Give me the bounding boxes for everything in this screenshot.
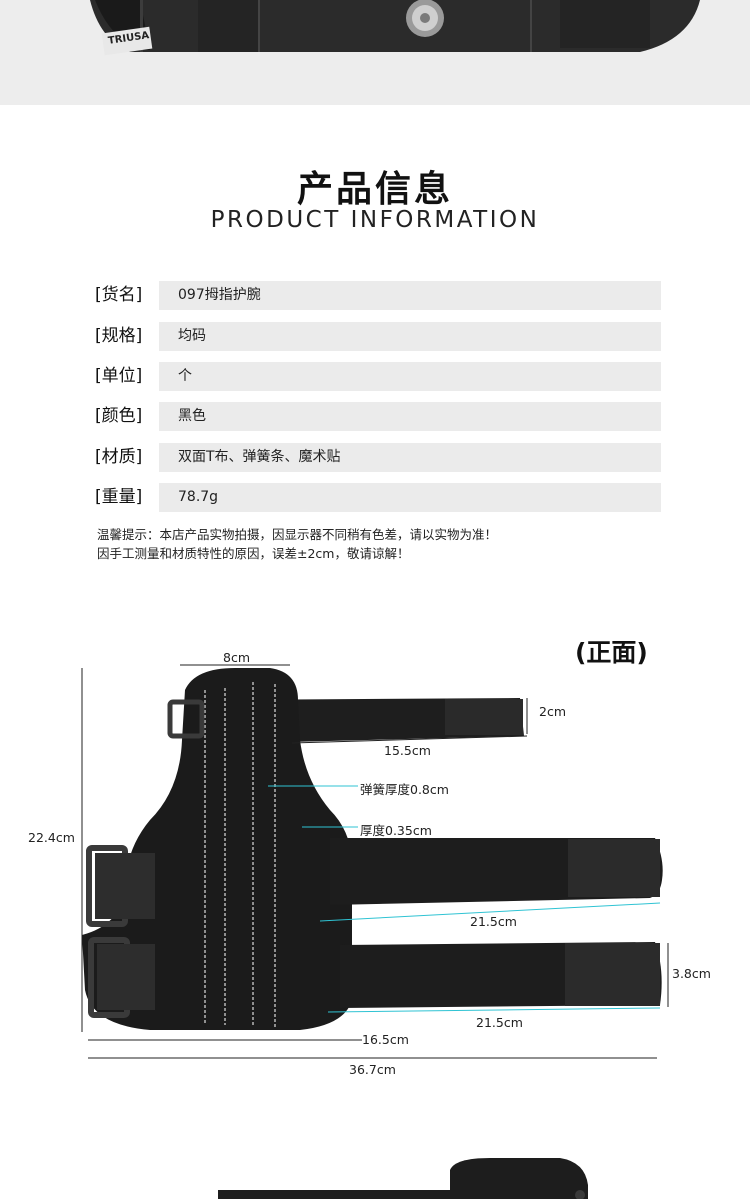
info-label: [货名] [95, 285, 143, 305]
info-value: 个 [159, 362, 661, 391]
dim-strap2-length: 21.5cm [470, 914, 517, 929]
info-value: 097拇指护腕 [159, 281, 661, 310]
info-value: 均码 [159, 322, 661, 351]
dim-strap-width: 2cm [539, 704, 567, 719]
dim-body-width: 16.5cm [362, 1032, 409, 1047]
bottom-product-photo [218, 1158, 588, 1199]
dim-strap3-length: 21.5cm [476, 1015, 523, 1030]
view-label: (正面) [575, 638, 648, 667]
info-label: [材质] [95, 447, 143, 467]
dim-strap3-width: 3.8cm [672, 966, 711, 981]
note-line: 因手工测量和材质特性的原因，误差±2cm，敬请谅解！ [97, 546, 410, 561]
top-product-photo: TRIUSA [0, 0, 750, 105]
section-subtitle: PRODUCT INFORMATION [210, 207, 540, 233]
info-label: [规格] [95, 326, 143, 346]
dim-spring-thickness: 弹簧厚度0.8cm [360, 782, 449, 797]
dim-top-width: 8cm [223, 650, 251, 665]
dim-height: 22.4cm [28, 830, 75, 845]
info-label: [颜色] [95, 406, 143, 426]
info-label: [重量] [95, 487, 143, 507]
note-line: 温馨提示：本店产品实物拍摄，因显示器不同稍有色差，请以实物为准！ [97, 527, 498, 542]
dim-thickness: 厚度0.35cm [360, 823, 432, 838]
info-value: 双面T布、弹簧条、魔术贴 [159, 443, 661, 472]
info-value: 黑色 [159, 402, 661, 431]
dim-strap-length: 15.5cm [384, 743, 431, 758]
jeans-photo [90, 0, 700, 56]
info-value: 78.7g [159, 483, 661, 512]
section-title: 产品信息 [296, 169, 453, 210]
info-label: [单位] [95, 366, 143, 386]
dim-total-width: 36.7cm [349, 1062, 396, 1077]
